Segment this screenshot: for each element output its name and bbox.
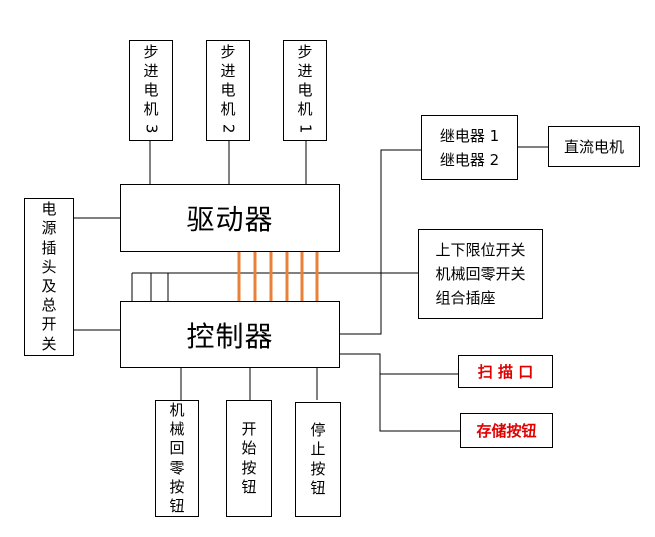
scan-port-box: 扫 描 口 — [458, 355, 553, 388]
motor-label: 步进电机 — [220, 42, 236, 119]
relay-1-label: 继电器 1 — [439, 126, 500, 145]
motor-number: 1 — [296, 124, 315, 134]
home-switch-label: 机械回零开关 — [435, 265, 526, 283]
store-button-box: 存储按钮 — [460, 413, 553, 448]
power-label: 电源插头及总开关 — [41, 200, 57, 353]
combined-socket-box: 上下限位开关 机械回零开关 组合插座 — [418, 229, 543, 319]
home-button-box: 机械回零按钮 — [155, 400, 199, 517]
scan-port-label: 扫 描 口 — [477, 363, 534, 381]
wire-controller-relay — [340, 149, 421, 335]
stepper-motor-2: 步进电机 2 — [206, 40, 250, 141]
motor-number: 2 — [219, 124, 238, 134]
controller-label: 控制器 — [186, 319, 274, 353]
driver-label: 驱动器 — [186, 203, 274, 236]
store-button-label: 存储按钮 — [476, 422, 537, 440]
stop-button-box: 停止按钮 — [295, 402, 341, 517]
stepper-motor-3: 步进电机 3 — [129, 40, 173, 141]
dc-motor-label: 直流电机 — [563, 137, 624, 156]
driver-box: 驱动器 — [120, 184, 340, 252]
relay-box: 继电器 1 继电器 2 — [421, 115, 518, 180]
socket-label: 组合插座 — [435, 289, 496, 307]
stepper-motor-1: 步进电机 1 — [283, 40, 327, 141]
dc-motor-box: 直流电机 — [548, 126, 640, 167]
controller-box: 控制器 — [120, 301, 340, 368]
relay-2-label: 继电器 2 — [439, 150, 500, 169]
start-button-box: 开始按钮 — [226, 400, 272, 517]
power-plug-switch-box: 电源插头及总开关 — [24, 198, 74, 356]
start-button-label: 开始按钮 — [241, 420, 257, 496]
motor-number: 3 — [142, 124, 161, 134]
home-button-label: 机械回零按钮 — [169, 400, 185, 515]
motor-label: 步进电机 — [143, 42, 159, 119]
motor-label: 步进电机 — [297, 42, 313, 119]
limit-switch-label: 上下限位开关 — [435, 241, 526, 259]
stop-button-label: 停止按钮 — [310, 421, 326, 497]
ribbon-cable — [237, 252, 319, 301]
wire-controller-scan — [340, 353, 458, 375]
wire-controller-store — [379, 374, 460, 432]
